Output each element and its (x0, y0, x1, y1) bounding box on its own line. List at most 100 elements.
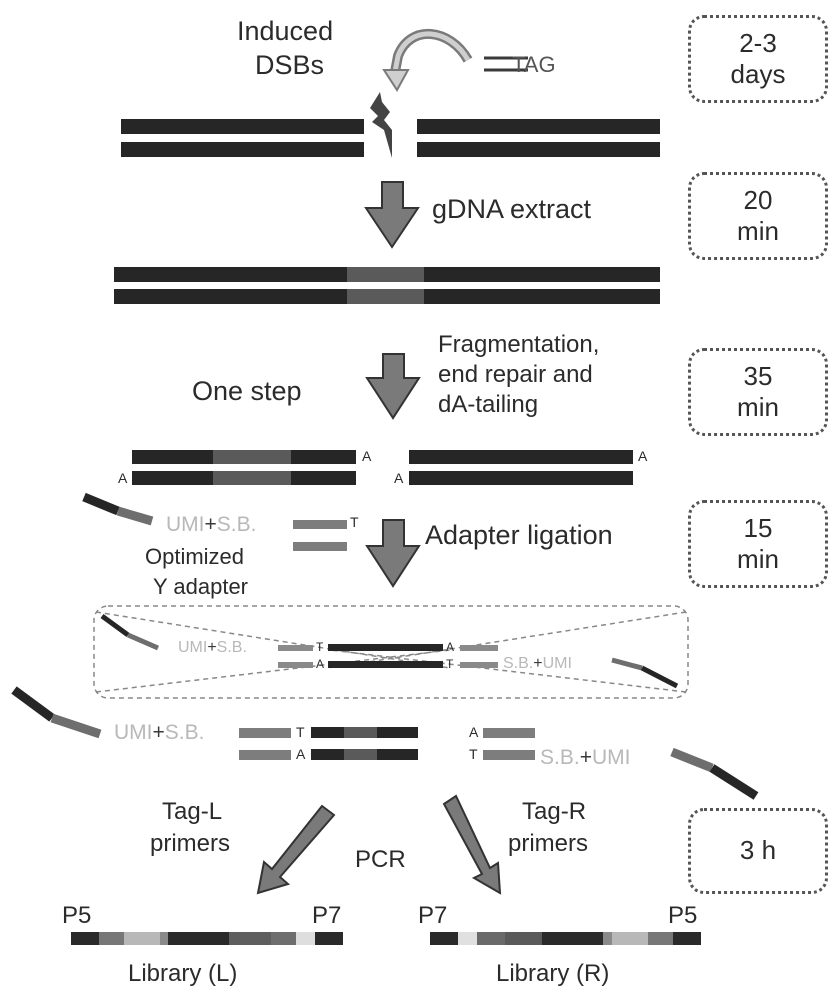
library-segment (229, 932, 271, 945)
left-tail-dark (11, 686, 55, 722)
library-segment (295, 932, 316, 945)
library-segment (477, 932, 506, 945)
induced-label: Induced (237, 16, 334, 46)
right-tail-grey (670, 747, 714, 773)
inset-base: A (446, 640, 455, 654)
library-segment (315, 932, 343, 945)
time-unit: min (737, 392, 779, 422)
right-tail-dark (709, 764, 759, 800)
inset-base: T (316, 640, 324, 654)
lightning-bolt-icon (370, 92, 392, 158)
dna-top-left (114, 267, 347, 282)
adapter-ligation-label: Adapter ligation (425, 520, 613, 550)
library-segment (168, 932, 230, 945)
ligation-inset-box (93, 605, 689, 699)
time-unit: days (730, 59, 786, 89)
frag1-top-insert (213, 450, 291, 464)
library-segment (541, 932, 604, 945)
time-unit: min (737, 216, 779, 246)
gdna-extract-label: gDNA extract (432, 194, 592, 224)
fragmentation-label-line2: end repair and (438, 361, 593, 388)
fragmentation-label-line3: dA-tailing (438, 391, 539, 418)
time-box-step1: 2-3 days (688, 15, 828, 103)
library-segment (457, 932, 478, 945)
optimized-label: Optimized (145, 544, 245, 569)
time-box-step5: 3 h (688, 808, 828, 894)
library-segment (159, 932, 169, 945)
product-base: A (469, 724, 479, 740)
library-l-end: P7 (312, 902, 342, 929)
frag2-bottom (409, 471, 633, 485)
a-tail-label: A (362, 448, 372, 464)
dna-bottom-insert (347, 289, 424, 304)
pcr-label: PCR (355, 846, 406, 873)
adapter-strand-top (293, 520, 347, 529)
library-segment (647, 932, 674, 945)
tag-r-primers-label: primers (508, 830, 589, 857)
frag1-top-a (132, 450, 213, 464)
dna-right-top (417, 119, 660, 134)
time-value: 15 (743, 512, 773, 543)
library-segment (123, 932, 160, 945)
library-segment (505, 932, 542, 945)
dsbs-label: DSBs (255, 50, 325, 80)
tag-label: TAG (512, 52, 556, 77)
library-segment (71, 932, 99, 945)
library-l-start: P5 (62, 902, 92, 929)
frag1-bot-b (291, 471, 356, 485)
down-arrow-icon (365, 519, 421, 588)
pcr-left-arrow-icon (256, 804, 336, 895)
frag1-top-b (291, 450, 356, 464)
library-r-start: P7 (418, 902, 448, 929)
product-base: T (296, 724, 305, 740)
time-box-step4: 15 min (688, 500, 828, 588)
y-adapter-label: Y adapter (153, 574, 249, 599)
tag-l-label: Tag-L (162, 798, 223, 825)
library-segment (430, 932, 458, 945)
time-unit: min (737, 544, 779, 574)
tag-r-label: Tag-R (522, 798, 587, 825)
a-tail-label: A (394, 470, 404, 486)
fragmentation-label-line1: Fragmentation, (438, 331, 600, 358)
library-segment (611, 932, 648, 945)
library-segment (603, 932, 612, 945)
dna-top-insert (347, 267, 424, 282)
dna-left-bottom (121, 142, 364, 157)
library-segment (98, 932, 124, 945)
inset-right-sb-umi: S.B.+UMI (503, 655, 572, 672)
inset-base: T (446, 657, 454, 671)
adapter-strand-bottom (293, 542, 347, 551)
time-value: 20 (743, 184, 773, 215)
tag-l-primers-label: primers (150, 830, 231, 857)
down-arrow-icon (364, 181, 420, 249)
pcr-right-arrow-icon (442, 794, 502, 895)
a-tail-label: A (638, 448, 648, 464)
product-base: T (469, 746, 478, 762)
library-segment (673, 932, 701, 945)
frag1-bot-insert (213, 471, 291, 485)
time-value: 3 h (739, 835, 777, 866)
library-l-name: Library (L) (128, 960, 238, 987)
one-step-label: One step (192, 376, 302, 406)
time-value: 2-3 (739, 27, 777, 58)
t-overhang-label: T (350, 514, 359, 530)
time-box-step3: 35 min (688, 348, 828, 436)
inset-base: A (316, 657, 325, 671)
dna-right-bottom (417, 142, 660, 157)
library-r-bar (430, 932, 701, 945)
library-l-bar (71, 932, 343, 945)
dna-top-right (424, 267, 660, 282)
down-arrow-icon (365, 353, 421, 420)
a-tail-label: A (118, 470, 128, 486)
dna-left-top (121, 119, 364, 134)
inset-left-umi-sb: UMI+S.B. (178, 639, 247, 656)
dna-bottom-left (114, 289, 347, 304)
product-left-umi-sb: UMI+S.B. (114, 721, 205, 744)
time-box-step2: 20 min (688, 172, 828, 260)
product-right-sb-umi: S.B.+UMI (540, 746, 631, 769)
frag2-top (409, 450, 633, 464)
library-r-end: P5 (668, 902, 698, 929)
adapter-umi-sb-label: UMI+S.B. (166, 513, 257, 536)
library-segment (270, 932, 296, 945)
